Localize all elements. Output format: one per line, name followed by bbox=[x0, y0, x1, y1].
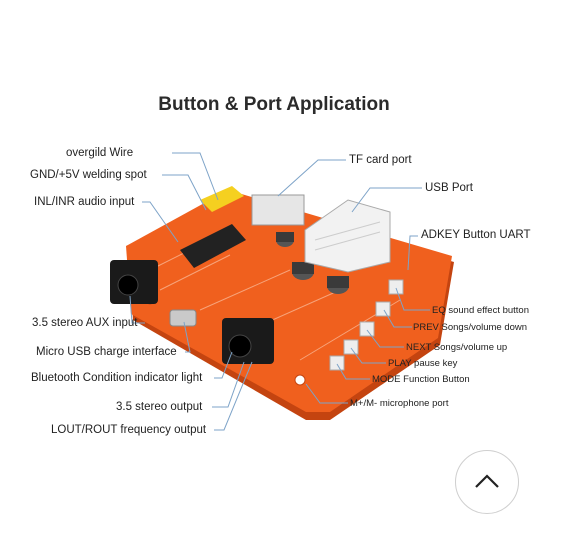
label-overgild-wire: overgild Wire bbox=[66, 147, 134, 159]
micro-usb-port bbox=[169, 309, 197, 327]
label-adkey-uart: ADKEY Button UART bbox=[421, 229, 531, 241]
scroll-to-top-button[interactable] bbox=[455, 450, 519, 514]
diagram-title: Button & Port Application bbox=[158, 94, 390, 115]
label-prev-button: PREV Songs/volume down bbox=[413, 322, 528, 333]
label-play-pause: PLAY pause key bbox=[388, 358, 458, 369]
label-usb-port: USB Port bbox=[425, 182, 473, 194]
label-micro-usb: Micro USB charge interface bbox=[36, 346, 177, 358]
label-aux-input: 3.5 stereo AUX input bbox=[32, 317, 138, 329]
label-mic-port: M+/M- microphone port bbox=[350, 398, 449, 409]
label-lout-rout: LOUT/ROUT frequency output bbox=[51, 424, 207, 436]
leader-lines bbox=[129, 152, 430, 431]
overgild-wire-patch bbox=[200, 186, 244, 212]
label-stereo-output: 3.5 stereo output bbox=[116, 401, 203, 413]
aux-input-jack bbox=[110, 260, 158, 304]
main-chip bbox=[180, 224, 246, 268]
chevron-up-icon bbox=[475, 474, 499, 488]
label-gnd-5v: GND/+5V welding spot bbox=[30, 169, 147, 181]
stereo-output-jack bbox=[222, 318, 274, 364]
label-eq-button: EQ sound effect button bbox=[432, 305, 530, 316]
label-bt-indicator: Bluetooth Condition indicator light bbox=[31, 372, 203, 384]
label-next-button: NEXT Songs/volume up bbox=[406, 342, 508, 353]
label-inl-inr: INL/INR audio input bbox=[34, 196, 135, 208]
capacitors bbox=[276, 232, 349, 294]
label-mode-button: MODE Function Button bbox=[372, 374, 470, 385]
usb-port-connector bbox=[304, 199, 391, 273]
button-cluster bbox=[329, 279, 404, 371]
label-tf-card: TF card port bbox=[349, 154, 412, 166]
tf-card-slot bbox=[251, 194, 305, 226]
